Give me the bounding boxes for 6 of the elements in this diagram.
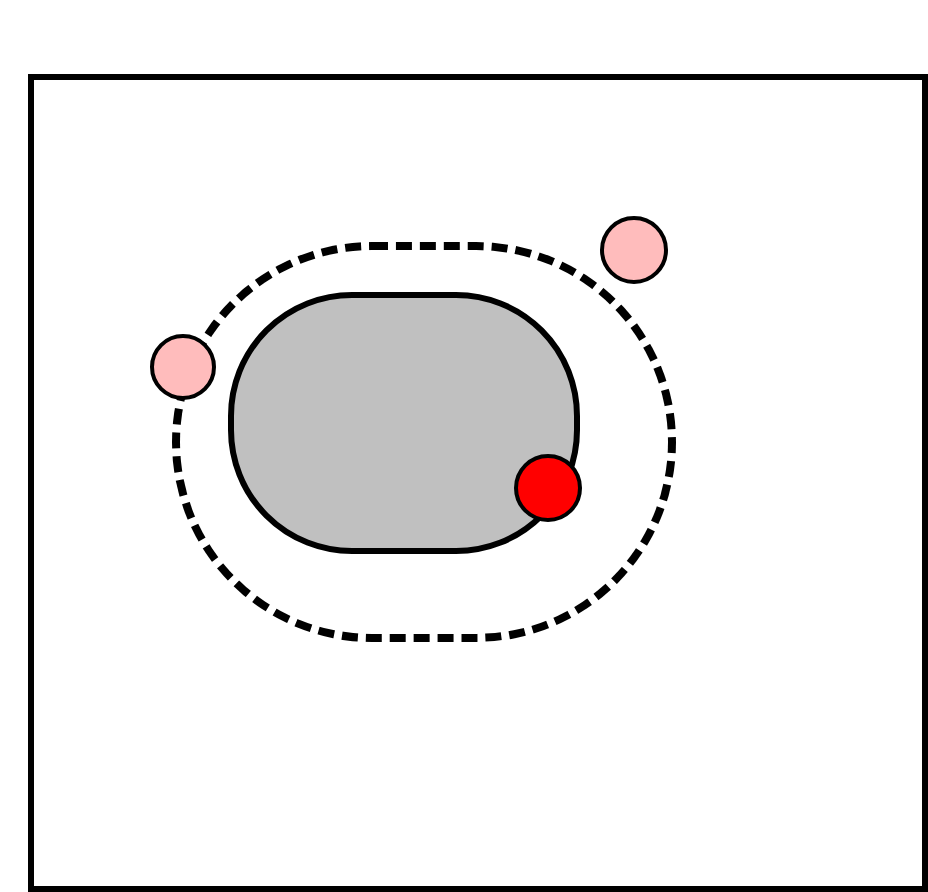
rounded-shape	[228, 292, 580, 554]
circle-marker	[600, 216, 668, 284]
dashed-outline	[172, 242, 676, 642]
circle-marker	[514, 454, 582, 522]
circle-marker	[150, 334, 216, 400]
frame	[28, 74, 928, 892]
